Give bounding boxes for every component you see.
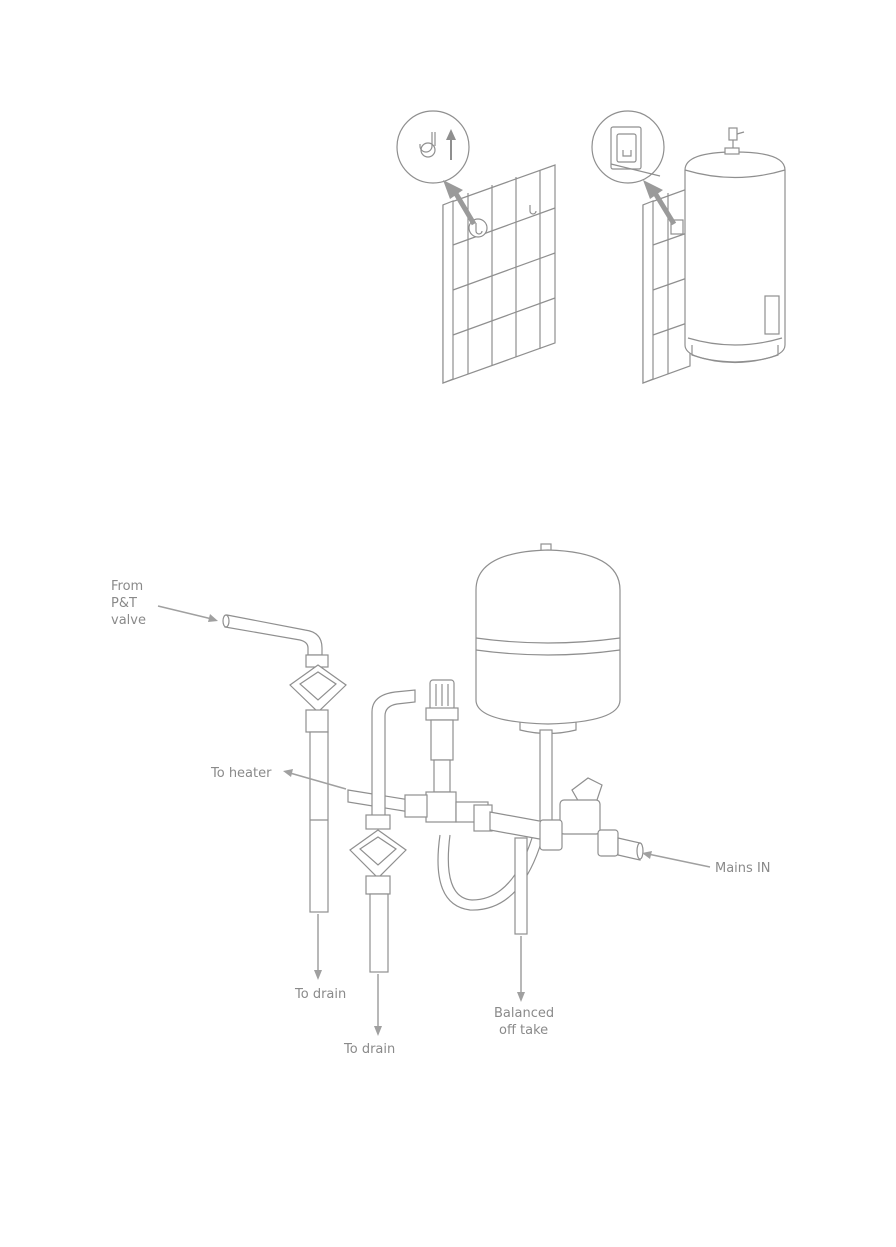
label-balanced-line1: Balanced (494, 1006, 554, 1021)
hook-detail-magnifier-left (397, 111, 469, 183)
wall-mount-figure (397, 111, 785, 383)
label-from-line2: P&T (111, 596, 137, 611)
tundish-right (350, 815, 406, 972)
label-mains-in: Mains IN (642, 851, 771, 876)
pressure-reducing-valve (540, 778, 643, 860)
label-from-pt-valve: From P&T valve (111, 579, 218, 628)
wall-panel-right (643, 188, 690, 383)
hook-detail-magnifier-right (592, 111, 664, 183)
plumbing-diagram: From P&T valve To heater Mains IN To dra… (111, 544, 771, 1057)
label-balanced-line2: off take (499, 1023, 548, 1038)
water-heater-cylinder (685, 128, 785, 363)
label-to-drain-1-text: To drain (294, 987, 346, 1002)
main-pipe-run (490, 812, 545, 840)
label-to-drain-1: To drain (294, 914, 346, 1002)
label-from-line1: From (111, 579, 143, 594)
label-to-heater-text: To heater (210, 766, 272, 781)
label-to-drain-2: To drain (343, 974, 395, 1057)
label-to-drain-2-text: To drain (343, 1042, 395, 1057)
tundish-left (290, 655, 346, 912)
label-mains-in-text: Mains IN (715, 861, 771, 876)
label-balanced-off-take: Balanced off take (494, 936, 554, 1038)
balanced-offtake-pipe (515, 838, 527, 934)
label-from-line3: valve (111, 613, 146, 628)
pt-valve-inlet-pipe (223, 615, 322, 655)
